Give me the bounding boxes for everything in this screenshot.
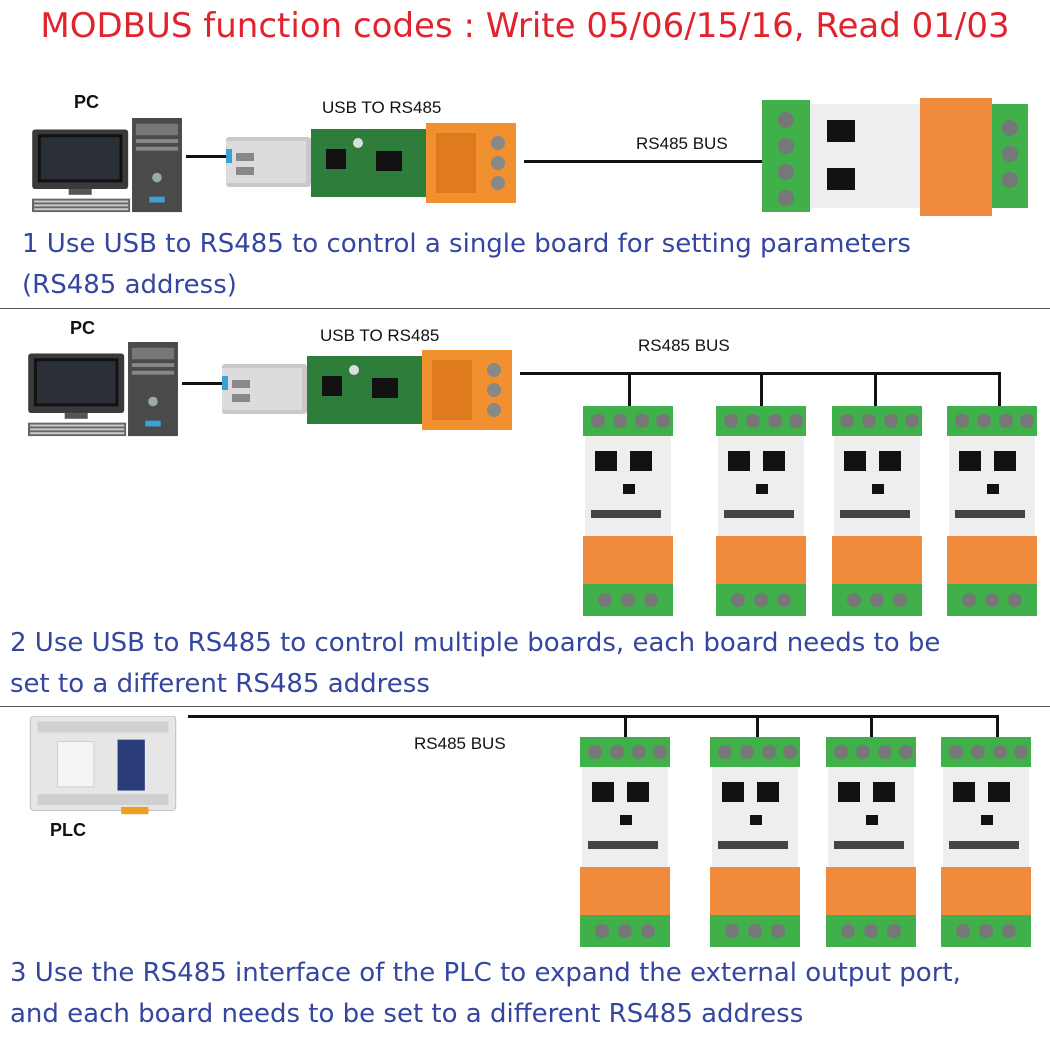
usb-cable	[186, 155, 226, 158]
plc-icon	[22, 716, 184, 816]
relay-board-icon	[716, 406, 806, 616]
page-title: MODBUS function codes : Write 05/06/15/1…	[40, 6, 1010, 46]
bus-label: RS485 BUS	[638, 336, 730, 355]
section3-description-line1: 3 Use the RS485 interface of the PLC to …	[10, 958, 961, 988]
relay-board-icon	[832, 406, 922, 616]
section2-description-line2: set to a different RS485 address	[10, 669, 430, 699]
section-divider	[0, 308, 1050, 309]
relay-board-icon	[941, 737, 1031, 947]
section3-description-line2: and each board needs to be set to a diff…	[10, 999, 804, 1029]
usb-rs485-converter-icon	[222, 345, 522, 437]
bus-drop	[756, 715, 759, 739]
relay-board-icon	[710, 737, 800, 947]
bus-drop	[874, 372, 877, 408]
bus-label: RS485 BUS	[414, 734, 506, 753]
pc-label: PC	[74, 92, 100, 112]
converter-label: USB TO RS485	[322, 98, 442, 117]
relay-board-icon	[947, 406, 1037, 616]
plc-label: PLC	[50, 820, 86, 840]
bus-drop	[870, 715, 873, 739]
bus-drop	[998, 372, 1001, 408]
pc-icon	[32, 118, 186, 214]
bus-drop	[624, 715, 627, 739]
section1-description-line1: 1 Use USB to RS485 to control a single b…	[22, 229, 911, 259]
bus-drop	[760, 372, 763, 408]
bus-label: RS485 BUS	[636, 134, 728, 153]
usb-cable	[182, 382, 222, 385]
rs485-bus-line	[188, 715, 998, 718]
section1-description-line2: (RS485 address)	[22, 270, 237, 300]
section-divider	[0, 706, 1050, 707]
relay-board-icon	[583, 406, 673, 616]
bus-drop	[628, 372, 631, 408]
pc-label: PC	[70, 318, 96, 338]
relay-board-icon	[826, 737, 916, 947]
pc-icon	[28, 342, 182, 438]
relay-board-icon	[580, 737, 670, 947]
relay-board-icon	[762, 98, 1032, 218]
usb-rs485-converter-icon	[226, 118, 526, 210]
converter-label: USB TO RS485	[320, 326, 440, 345]
section2-description-line1: 2 Use USB to RS485 to control multiple b…	[10, 628, 941, 658]
bus-drop	[996, 715, 999, 739]
rs485-bus-line	[524, 160, 764, 163]
